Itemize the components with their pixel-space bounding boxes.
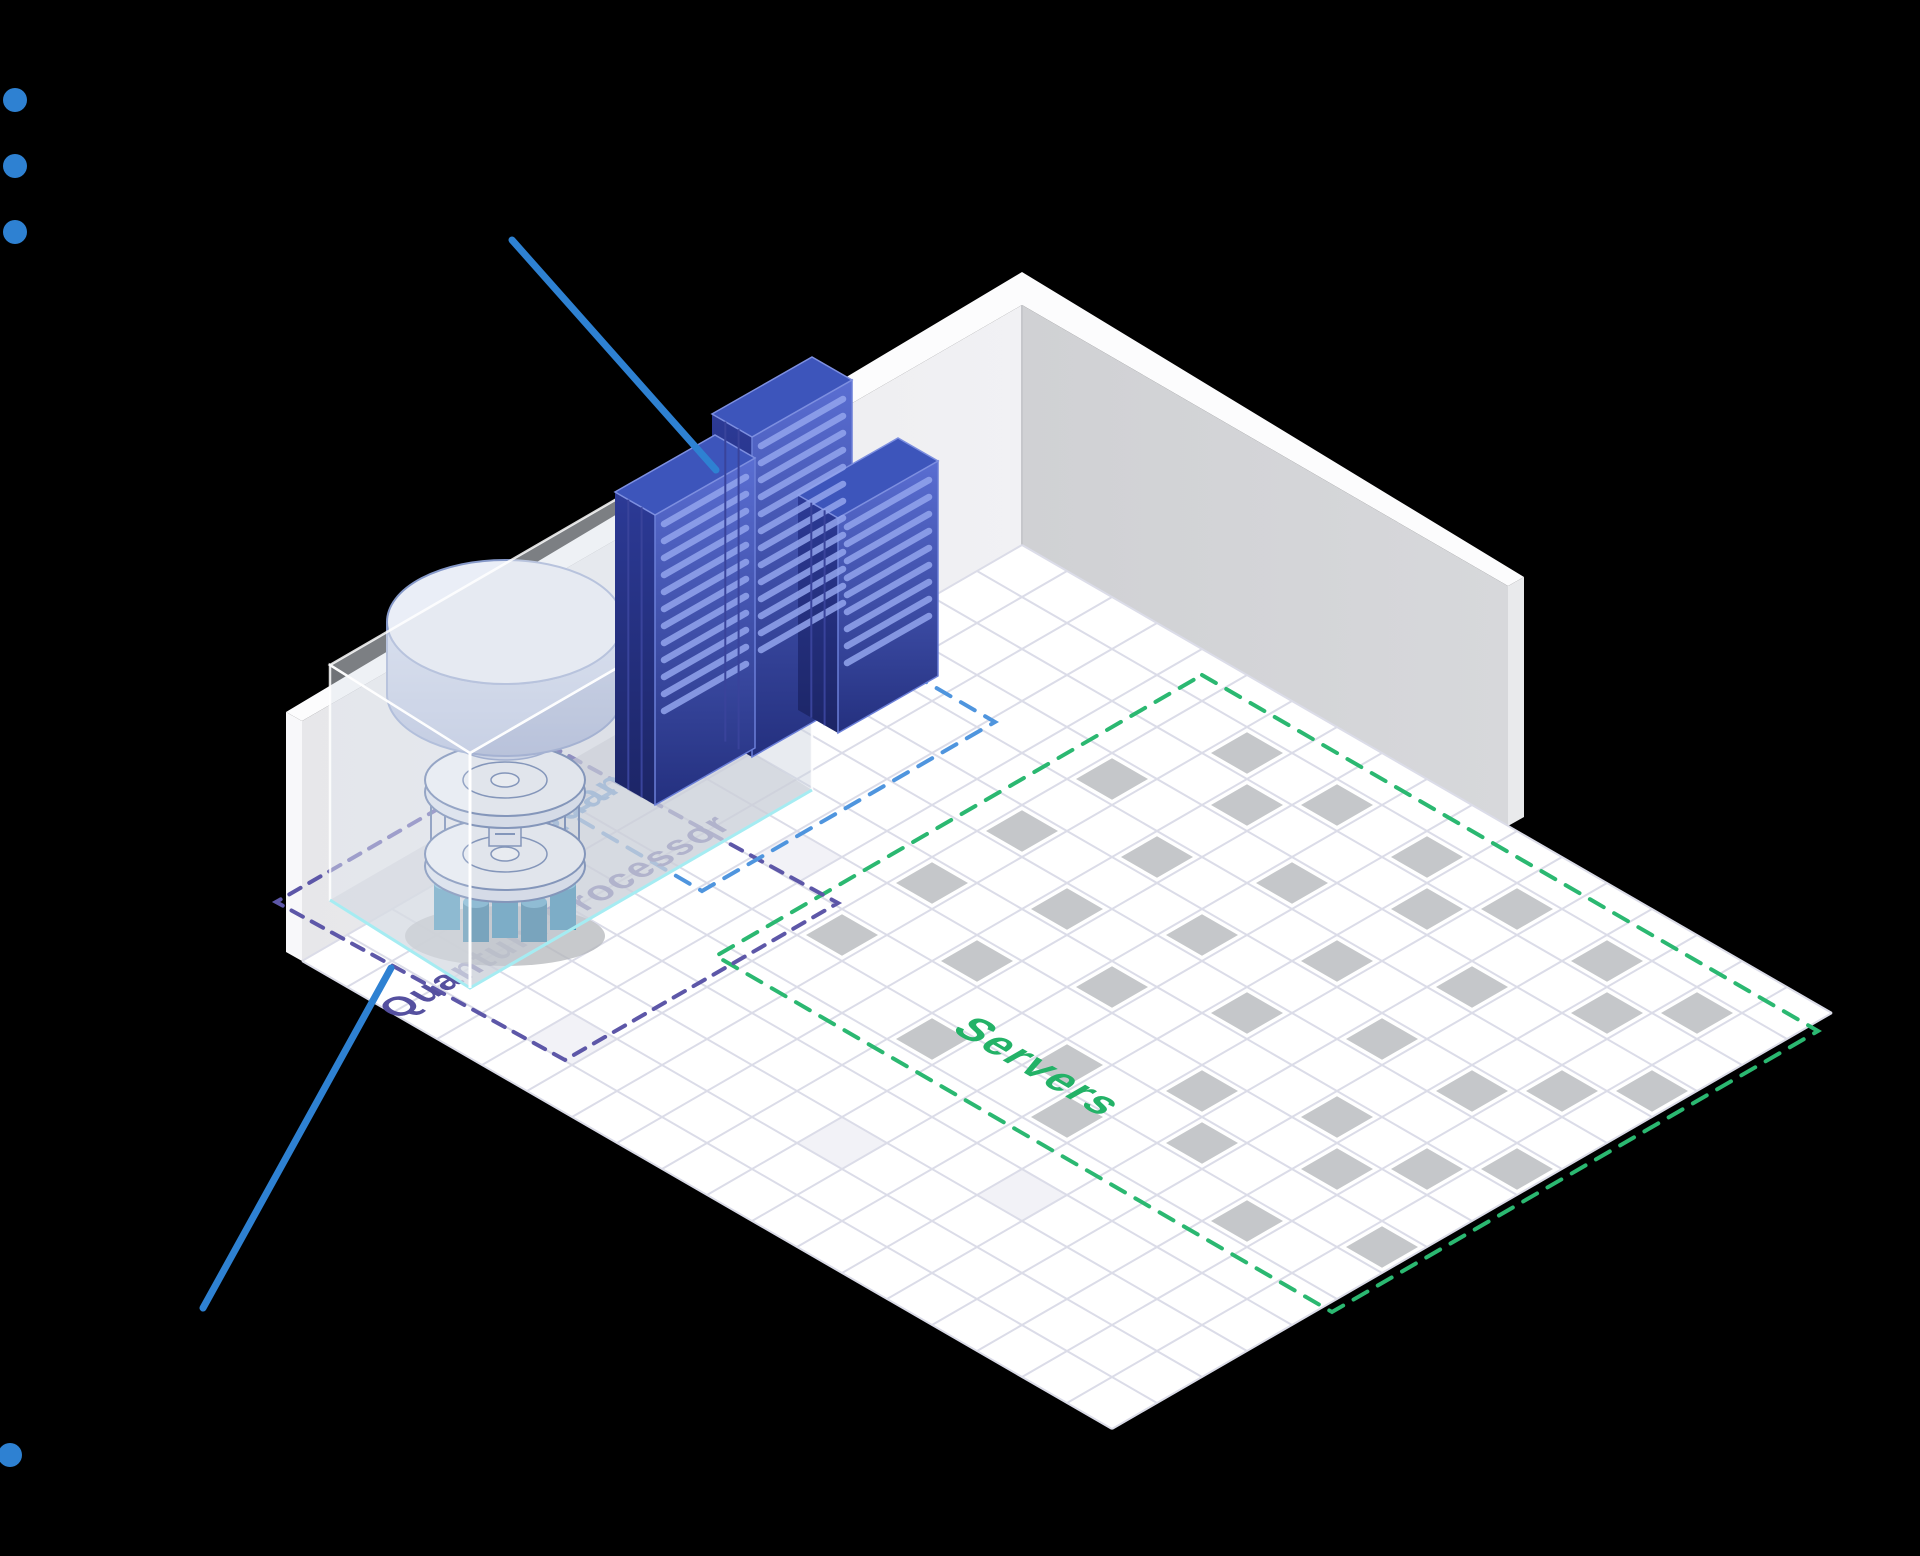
quantum-processor-enclosure — [327, 465, 815, 991]
server-tile — [1301, 940, 1373, 982]
server-tile — [1481, 1148, 1553, 1190]
quantum-processor-boundary — [271, 742, 843, 1063]
server-tile — [1571, 992, 1643, 1034]
server-tile — [1211, 1200, 1283, 1242]
right-wall — [1022, 305, 1508, 826]
server-tile — [1661, 992, 1733, 1034]
callout-lines — [199, 236, 720, 1312]
server-tile — [896, 862, 968, 904]
callout-line-quantum-processor — [199, 964, 395, 1312]
server-tile — [1616, 1070, 1688, 1112]
server-tile — [1391, 888, 1463, 930]
server-tile — [1031, 888, 1103, 930]
server-tile — [1211, 784, 1283, 826]
quantum-control-boundary — [568, 643, 999, 894]
left-wall-end-cap — [286, 712, 302, 961]
server-tile — [1166, 914, 1238, 956]
server-tile — [1076, 966, 1148, 1008]
server-tile — [1211, 992, 1283, 1034]
server-tile — [1391, 836, 1463, 878]
server-tile — [1301, 784, 1373, 826]
server-tile — [1211, 732, 1283, 774]
rack-slot-details — [627, 395, 933, 798]
server-tile — [941, 940, 1013, 982]
server-tile — [1436, 966, 1508, 1008]
server-tile — [1436, 1070, 1508, 1112]
server-tile — [1076, 758, 1148, 800]
list-bullet-icon — [0, 1443, 22, 1467]
wall-top-rim — [286, 272, 1524, 721]
servers-boundary — [712, 672, 1822, 1315]
footer-list-bullet — [0, 1443, 22, 1467]
server-tile — [1166, 1122, 1238, 1164]
server-tiles — [806, 732, 1733, 1268]
feature-list-bullets — [3, 88, 27, 244]
server-tile — [1031, 1096, 1103, 1138]
server-tile — [1301, 1148, 1373, 1190]
server-tile — [1526, 1070, 1598, 1112]
list-bullet-icon — [3, 154, 27, 178]
callout-line-quantum-control — [508, 236, 720, 474]
server-tile — [1391, 1148, 1463, 1190]
server-tile — [986, 810, 1058, 852]
server-tile — [1256, 862, 1328, 904]
server-tile — [1031, 1044, 1103, 1086]
server-tile — [1346, 1018, 1418, 1060]
server-tile — [896, 1018, 968, 1060]
server-tile — [1301, 1096, 1373, 1138]
server-tile — [1571, 940, 1643, 982]
list-bullet-icon — [3, 88, 27, 112]
quantum-control-racks — [613, 356, 940, 807]
server-tile — [1121, 836, 1193, 878]
server-tile — [806, 914, 878, 956]
server-tile — [1166, 1070, 1238, 1112]
list-bullet-icon — [3, 220, 27, 244]
server-tile — [1346, 1226, 1418, 1268]
server-tile — [1481, 888, 1553, 930]
right-wall-end-cap — [1508, 577, 1524, 826]
server-rack-1 — [613, 434, 757, 807]
